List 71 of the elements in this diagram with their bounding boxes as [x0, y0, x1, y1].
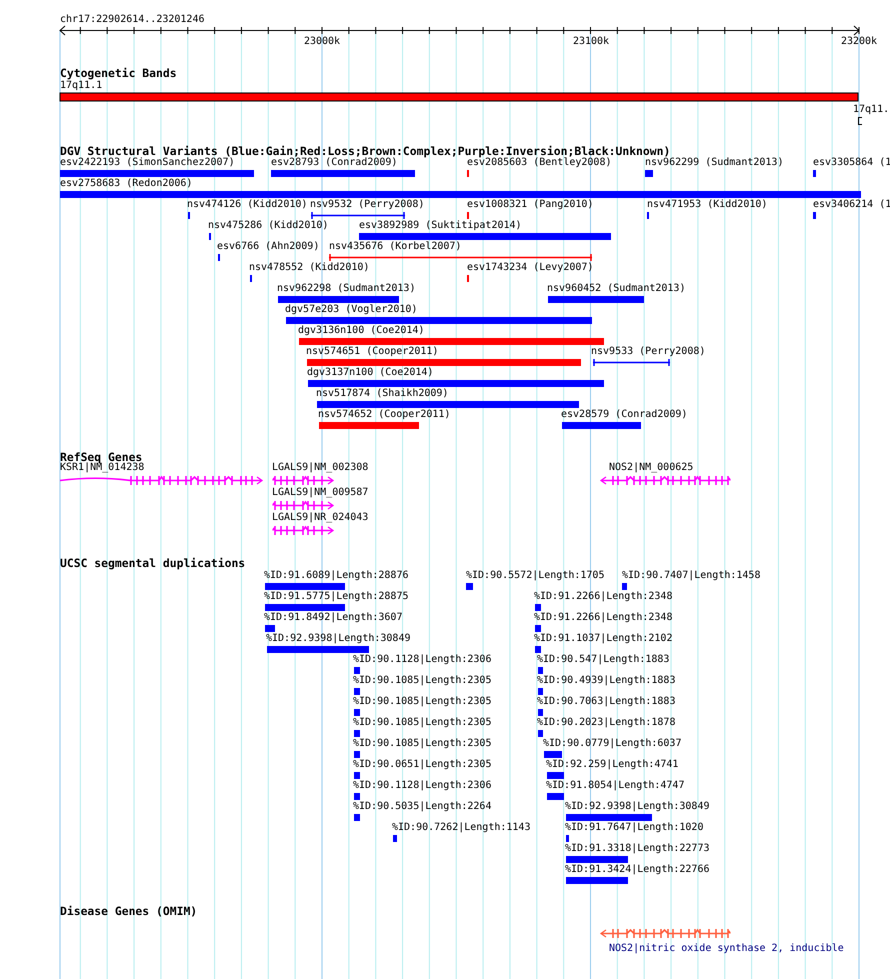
feature-label: %ID:91.2266|Length:2348: [534, 612, 672, 624]
feature-label: %ID:92.259|Length:4741: [546, 759, 678, 771]
feature-label: %ID:91.8054|Length:4747: [546, 780, 684, 792]
feature-label: esv28793 (Conrad2009): [271, 157, 398, 169]
feature-label: %ID:90.7262|Length:1143: [392, 822, 530, 834]
feature-label: %ID:90.0779|Length:6037: [543, 738, 682, 750]
feature-label: nsv9533 (Perry2008): [591, 346, 706, 358]
feature-label: %ID:91.3318|Length:22773: [565, 843, 710, 855]
feature-label: %ID:90.1128|Length:2306: [353, 654, 492, 666]
feature-label: %ID:90.4939|Length:1883: [537, 675, 676, 687]
feature-label: %ID:91.8492|Length:3607: [264, 612, 402, 624]
track-heading: UCSC segmental duplications: [60, 557, 246, 570]
feature-label: esv1743234 (Levy2007): [467, 262, 594, 274]
feature-label: %ID:91.7647|Length:1020: [565, 822, 704, 834]
feature-label: %ID:91.5775|Length:28875: [264, 591, 408, 603]
feature-label: nsv574651 (Cooper2011): [306, 346, 438, 358]
feature-label: esv3892989 (Suktitipat2014): [359, 220, 522, 232]
feature-label: %ID:90.1085|Length:2305: [353, 717, 492, 729]
feature-label: nsv435676 (Korbel2007): [329, 241, 462, 253]
feature-label: KSR1|NM_014238: [60, 462, 144, 474]
feature-label: esv2758683 (Redon2006): [60, 178, 192, 190]
feature-label: %ID:91.2266|Length:2348: [534, 591, 672, 603]
feature-label: %ID:92.9398|Length:30849: [266, 633, 410, 645]
feature-label: LGALS9|NR_024043: [272, 512, 368, 524]
feature-label: %ID:90.547|Length:1883: [537, 654, 670, 666]
feature-label: %ID:90.1085|Length:2305: [353, 696, 492, 708]
feature-label: esv1008321 (Pang2010): [467, 199, 594, 211]
track-heading: Disease Genes (OMIM): [60, 905, 198, 918]
feature-label: nsv9532 (Perry2008): [310, 199, 424, 211]
feature-label: nsv471953 (Kidd2010): [647, 199, 768, 211]
feature-label: nsv478552 (Kidd2010): [249, 262, 370, 274]
feature-label: nsv475286 (Kidd2010): [208, 220, 328, 232]
feature-label: esv6766 (Ahn2009): [217, 241, 320, 253]
feature-label: %ID:90.7063|Length:1883: [537, 696, 676, 708]
feature-label: nsv962299 (Sudmant2013): [645, 157, 784, 169]
feature-label: %ID:91.6089|Length:28876: [264, 570, 408, 582]
feature-label: NOS2|NM_000625: [609, 462, 694, 474]
track-heading: DGV Structural Variants (Blue:Gain;Red:Loss;Brown:Complex;Purple:Inversion;Black:Unknown): [60, 145, 670, 158]
location-title: chr17:22902614..23201246: [60, 14, 204, 26]
feature-label: %ID:90.5572|Length:1705: [466, 570, 604, 582]
feature-label: %ID:90.0651|Length:2305: [353, 759, 492, 771]
feature-label: esv2422193 (SimonSanchez2007): [60, 157, 235, 169]
feature-label: NOS2|nitric oxide synthase 2, inducible: [609, 943, 844, 955]
tick-label: 23000k: [304, 36, 340, 48]
feature-label: nsv574652 (Cooper2011): [318, 409, 450, 421]
track-heading: RefSeq Genes: [60, 451, 142, 464]
feature-label: dgv57e203 (Vogler2010): [285, 304, 418, 316]
feature-label: LGALS9|NM_009587: [272, 487, 368, 499]
feature-label: %ID:90.2023|Length:1878: [537, 717, 676, 729]
feature-label: %ID:92.9398|Length:30849: [565, 801, 710, 813]
feature-label: %ID:90.7407|Length:1458: [622, 570, 760, 582]
feature-label: %ID:91.3424|Length:22766: [565, 864, 710, 876]
feature-label: esv28579 (Conrad2009): [561, 409, 688, 421]
feature-label: dgv3136n100 (Coe2014): [298, 325, 424, 337]
feature-label: %ID:90.1085|Length:2305: [353, 738, 492, 750]
feature-label: nsv517874 (Shaikh2009): [316, 388, 448, 400]
track-heading: Cytogenetic Bands: [60, 67, 177, 80]
feature-label: 17q11.1: [60, 80, 102, 92]
feature-label: %ID:90.1085|Length:2305: [353, 675, 492, 687]
feature-label: %ID:91.1037|Length:2102: [534, 633, 672, 645]
tick-label: 23100k: [572, 36, 610, 48]
feature-label: nsv962298 (Sudmant2013): [277, 283, 416, 295]
feature-label: nsv474126 (Kidd2010): [187, 199, 308, 211]
feature-label: 17q11.: [853, 104, 890, 116]
tick-label: 23200k: [840, 36, 878, 48]
feature-label: nsv960452 (Sudmant2013): [547, 283, 686, 295]
feature-label: %ID:90.5035|Length:2264: [353, 801, 492, 813]
feature-label: LGALS9|NM_002308: [272, 462, 368, 474]
feature-label: dgv3137n100 (Coe2014): [307, 367, 434, 379]
feature-label: esv2085603 (Bentley2008): [467, 157, 612, 169]
feature-label: %ID:90.1128|Length:2306: [353, 780, 492, 792]
